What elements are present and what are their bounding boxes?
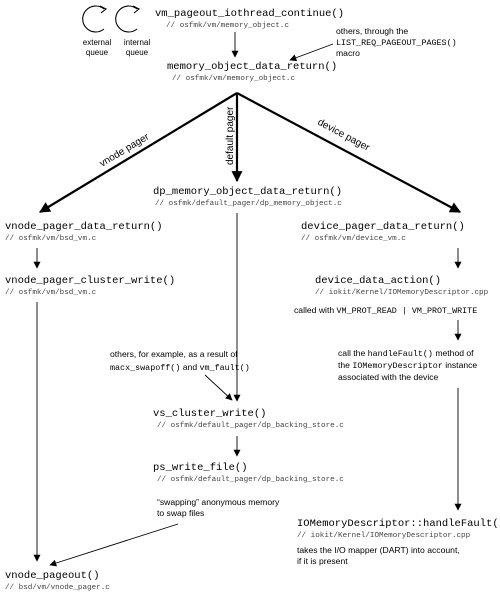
arrow-others-to-mo-return [289, 43, 334, 62]
node-mo-return-path: // osfmk/vm/memory_object.c [172, 75, 295, 83]
note-others-list-line1: others, through the [336, 26, 408, 36]
node-dp-return-path: // osfmk/default_pager/dp_memory_object.… [155, 200, 342, 208]
note-handlefault-l2-code: IOMemoryDescriptor [352, 361, 442, 371]
internal-queue-label-2: queue [126, 48, 149, 57]
node-io-fault-name: IOMemoryDescriptor::handleFault() [297, 518, 500, 530]
arrow-mo-return-to-device [236, 92, 461, 213]
internal-queue-cycle-icon [115, 5, 141, 33]
node-device-action-path: // iokit/Kernel/IOMemoryDescriptor.cpp [315, 289, 489, 297]
internal-queue-label-1: internal [124, 38, 150, 47]
note-handlefault-line3: associated with the device [338, 372, 439, 382]
arrow-ps-write-to-vnode-pageout [49, 523, 179, 567]
note-handlefault-line1: call the handleFault() method of [338, 348, 474, 359]
note-others-example-code2: vm_fault() [200, 363, 250, 373]
note-called-with-flags: VM_PROT_READ | VM_PROT_WRITE [337, 306, 478, 316]
arrow-others-example-to-vs-cluster [204, 374, 233, 401]
note-called-with: called with VM_PROT_READ | VM_PROT_WRITE [294, 305, 477, 316]
note-handlefault-l1-post: method of [433, 348, 474, 358]
node-device-return-name: device_pager_data_return() [301, 221, 465, 233]
node-io-fault-path: // iokit/Kernel/IOMemoryDescriptor.cpp [297, 532, 471, 540]
label-device-pager: device pager [316, 117, 372, 154]
node-ps-write-name: ps_write_file() [153, 462, 248, 474]
note-swapping-line1: “swapping” anonymous memory [157, 497, 280, 507]
note-handlefault-line2: the IOMemoryDescriptor instance [338, 360, 477, 371]
node-iothread-name: vm_pageout_iothread_continue() [155, 8, 344, 20]
note-handlefault-l1-code: handleFault() [368, 349, 433, 359]
note-dart-line2: if it is present [297, 556, 348, 566]
node-vs-cluster-name: vs_cluster_write() [153, 408, 266, 420]
node-mo-return-name: memory_object_data_return() [167, 61, 337, 73]
note-others-example-line1: others, for example, as a result of [110, 349, 238, 359]
note-handlefault-l2-pre: the [338, 360, 352, 370]
external-queue-label-1: external [83, 38, 112, 47]
note-others-example-and: and [180, 362, 199, 372]
note-called-with-prefix: called with [294, 305, 337, 315]
note-others-list-line3: macro [336, 48, 360, 58]
note-handlefault-l1-pre: call the [338, 348, 368, 358]
node-device-action-name: device_data_action() [315, 275, 441, 287]
node-device-return-path: // osfmk/vm/device_vm.c [301, 235, 406, 243]
node-iothread-path: // osfmk/vm/memory_object.c [166, 22, 289, 30]
note-handlefault-l2-post: instance [443, 360, 478, 370]
arrow-mo-return-to-vnode [39, 92, 238, 213]
node-vs-cluster-path: // osfmk/default_pager/dp_backing_store.… [157, 422, 344, 430]
node-vnode-return-name: vnode_pager_data_return() [5, 221, 163, 233]
node-vnode-return-path: // osfmk/vm/bsd_vm.c [5, 235, 96, 243]
node-ps-write-path: // osfmk/default_pager/dp_backing_store.… [157, 476, 344, 484]
note-dart-line1: takes the I/O mapper (DART) into account… [297, 545, 460, 555]
node-vnode-pageout-path: // bsd/vm/vnode_pager.c [5, 584, 110, 592]
external-queue-label-2: queue [86, 48, 109, 57]
note-swapping-line2: to swap files [157, 508, 204, 518]
external-queue-cycle-icon [82, 5, 108, 33]
note-others-list-macro: LIST_REQ_PAGEOUT_PAGES() [336, 38, 457, 48]
node-vnode-cluster-path: // osfmk/vm/bsd_vm.c [5, 289, 96, 297]
node-vnode-cluster-name: vnode_pager_cluster_write() [5, 275, 175, 287]
note-others-example-line2: macx_swapoff() and vm_fault() [110, 362, 250, 373]
node-vnode-pageout-name: vnode_pageout() [5, 570, 100, 582]
label-default-pager: default pager [225, 106, 236, 165]
node-dp-return-name: dp_memory_object_data_return() [153, 186, 342, 198]
note-others-example-code1: macx_swapoff() [110, 363, 180, 373]
